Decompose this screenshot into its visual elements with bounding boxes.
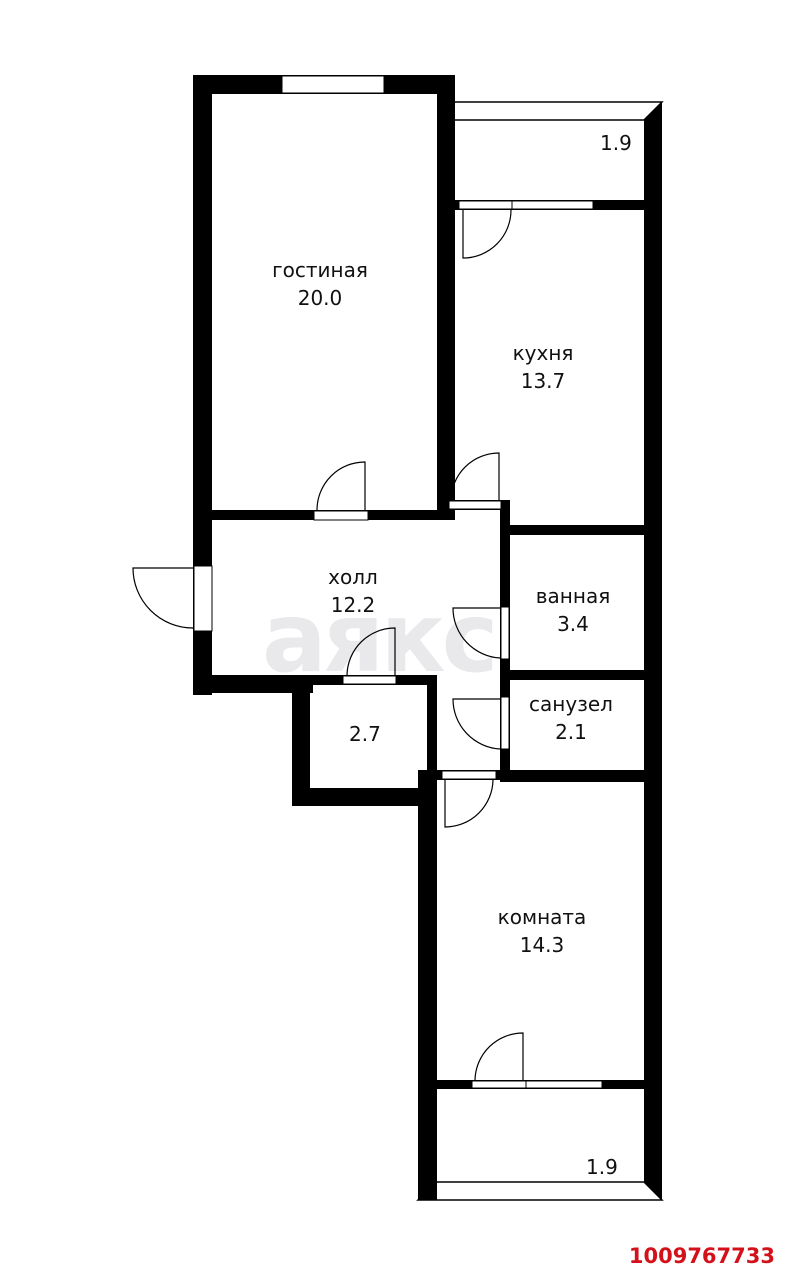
room-label-bathroom: ванная 3.4 [536,582,610,638]
listing-id: 1009767733 [628,1244,775,1268]
room-label-hall: холл 12.2 [328,563,378,619]
room-area: 3.4 [557,612,589,636]
room-name: санузел [529,692,613,716]
room-area: 14.3 [519,933,565,957]
room-label-living: гостиная 20.0 [272,256,368,312]
room-area-storage: 2.7 [349,722,381,746]
room-name: ванная [535,584,611,608]
room-name: кухня [512,341,574,365]
room-area: 13.7 [520,369,566,393]
room-area: 2.1 [555,720,587,744]
room-area: 12.2 [330,593,376,617]
room-area-balcony-bottom: 1.9 [586,1155,618,1179]
room-label-room: комната 14.3 [498,903,587,959]
room-area: 20.0 [297,286,343,310]
room-name: холл [328,565,378,589]
watermark-logo: аякс [262,582,498,694]
room-area-balcony-top: 1.9 [600,131,632,155]
room-label-kitchen: кухня 13.7 [513,339,574,395]
room-label-toilet: санузел 2.1 [529,690,613,746]
room-name: комната [497,905,587,929]
room-name: гостиная [272,258,368,282]
